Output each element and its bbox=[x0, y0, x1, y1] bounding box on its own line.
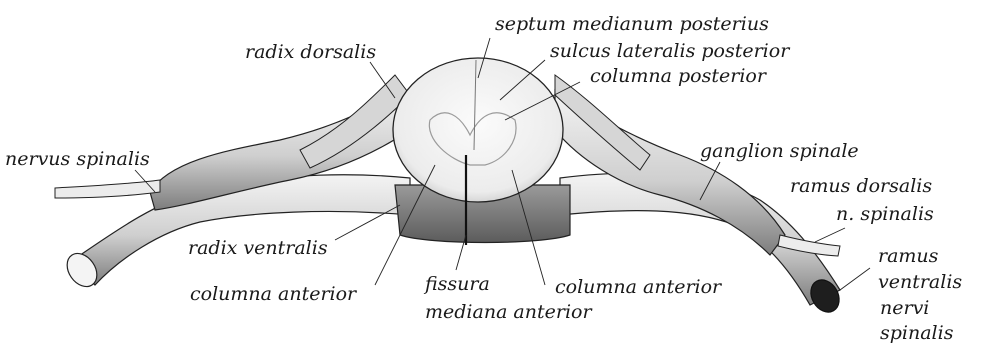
label-ramus: ramus bbox=[878, 245, 939, 267]
label-septum-medianum-posterius: septum medianum posterius bbox=[495, 13, 769, 35]
label-fissura: fissura bbox=[423, 273, 490, 295]
label-radix-dorsalis: radix dorsalis bbox=[245, 41, 376, 63]
leader-ramus-dorsalis bbox=[815, 228, 845, 242]
left-ramus-dorsalis-stub bbox=[55, 180, 160, 198]
spinal-cord-section bbox=[393, 58, 563, 202]
label-nervi: nervi bbox=[880, 297, 929, 319]
label-spinalis: spinalis bbox=[880, 322, 954, 344]
label-radix-ventralis: radix ventralis bbox=[188, 237, 328, 259]
label-sulcus-lateralis-posterior: sulcus lateralis posterior bbox=[550, 40, 791, 62]
label-ventralis: ventralis bbox=[878, 271, 962, 293]
leader-ramus-ventralis bbox=[840, 268, 870, 290]
label-mediana-anterior: mediana anterior bbox=[425, 301, 593, 323]
label-nervus-spinalis: nervus spinalis bbox=[5, 148, 150, 170]
label-n-spinalis: n. spinalis bbox=[836, 203, 934, 225]
label-ramus-dorsalis: ramus dorsalis bbox=[790, 175, 932, 197]
label-ganglion-spinale: ganglion spinale bbox=[700, 140, 859, 162]
label-columna-anterior-left: columna anterior bbox=[190, 283, 358, 305]
label-columna-posterior: columna posterior bbox=[590, 65, 768, 87]
label-columna-anterior-right: columna anterior bbox=[555, 276, 723, 298]
